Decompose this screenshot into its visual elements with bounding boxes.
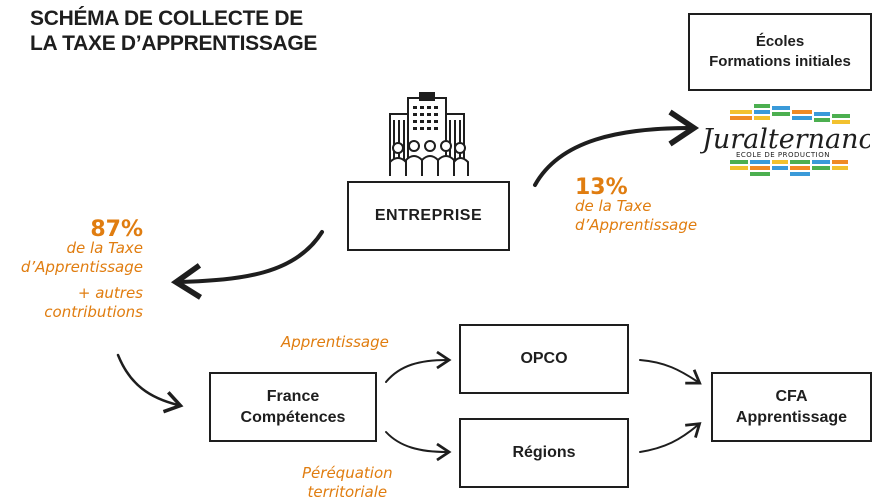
pct-13-line-2: d’Apprentissage [575, 216, 698, 234]
pct-87-line-2: d’Apprentissage [20, 258, 143, 276]
fc-line-1: France [266, 388, 320, 405]
node-france-competences: France Compétences [209, 372, 377, 442]
logo-tagline: ECOLE DE PRODUCTION [736, 151, 830, 159]
node-entreprise: ENTREPRISE [347, 181, 510, 251]
ecoles-line-1: Écoles [755, 33, 805, 50]
pct-87-line-1: de la Taxe [66, 239, 143, 257]
arrow-entreprise-to-ecoles [533, 109, 700, 187]
label-87-percent: 87% de la Taxe d’Apprentissage + autres … [20, 217, 143, 322]
arrow-opco-to-cfa [639, 359, 702, 385]
fc-line-2: Compétences [240, 409, 346, 426]
logo-wordmark: Juralternance [700, 124, 870, 155]
autres-line-1: + autres [77, 284, 143, 302]
arrow-regions-to-cfa [639, 422, 702, 453]
label-13-percent: 13% de la Taxe d’Apprentissage [575, 175, 698, 235]
diagram-title: SCHÉMA DE COLLECTE DE LA TAXE D’APPRENTI… [30, 6, 317, 56]
regions-label: Régions [512, 444, 576, 461]
cfa-line-1: CFA [775, 388, 808, 405]
arrow-fc-to-opco [385, 350, 452, 383]
ecoles-line-2: Formations initiales [709, 53, 851, 70]
node-cfa: CFA Apprentissage [711, 372, 872, 442]
title-line-2: LA TAXE D’APPRENTISSAGE [30, 32, 318, 55]
perequation-line-2: territoriale [307, 483, 388, 501]
label-perequation: Péréquation territoriale [302, 464, 393, 502]
pct-87-value: 87% [90, 217, 143, 242]
arrow-fc-to-regions [385, 431, 452, 462]
building-people-icon [380, 91, 474, 178]
autres-line-2: contributions [44, 303, 143, 321]
node-regions: Régions [459, 418, 629, 488]
node-ecoles: Écoles Formations initiales [688, 13, 872, 91]
arrow-entreprise-to-fc-split [170, 230, 324, 300]
logo-graphic: Juralternance ECOLE DE PRODUCTION [697, 104, 872, 176]
juralternance-logo: Juralternance ECOLE DE PRODUCTION [697, 98, 872, 186]
pct-13-line-1: de la Taxe [575, 197, 652, 215]
arrow-to-france-competences [116, 353, 184, 414]
label-apprentissage: Apprentissage [281, 333, 389, 351]
title-line-1: SCHÉMA DE COLLECTE DE [30, 7, 303, 30]
pct-13-value: 13% [575, 175, 628, 200]
cfa-line-2: Apprentissage [735, 409, 848, 426]
perequation-line-1: Péréquation [302, 464, 393, 482]
entreprise-label: ENTREPRISE [374, 207, 483, 224]
opco-label: OPCO [520, 350, 568, 367]
node-opco: OPCO [459, 324, 629, 394]
